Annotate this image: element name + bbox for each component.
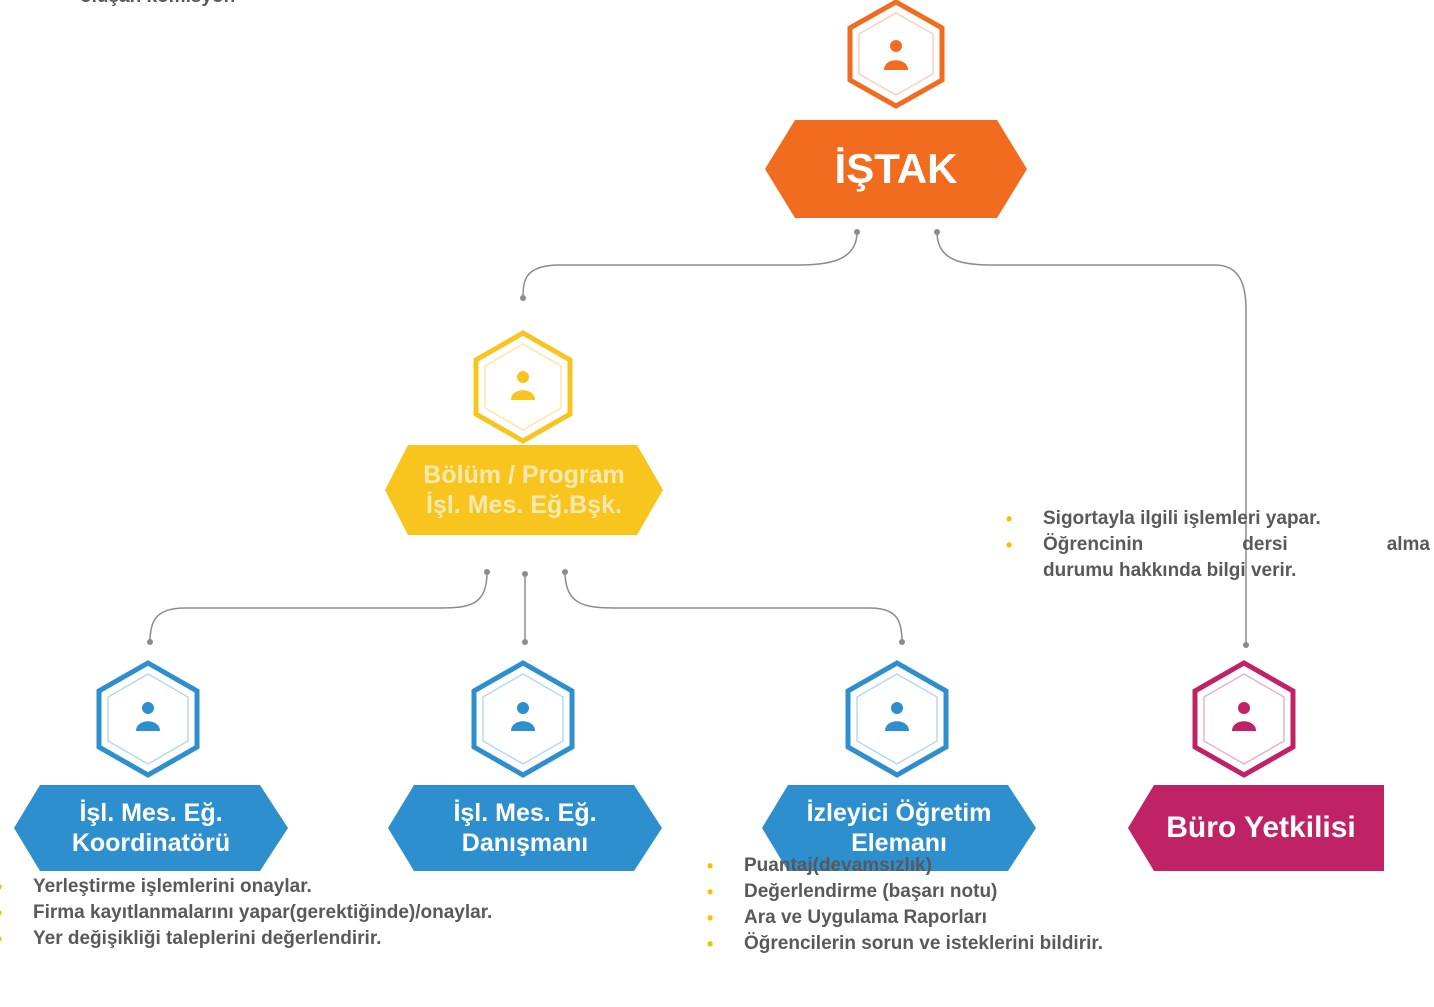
bolum-node	[385, 330, 663, 535]
danisman-line2: Danışmanı	[461, 829, 589, 857]
koordinator-label: İşl. Mes. Eğ. Koordinatörü	[14, 785, 288, 871]
connector-bolum-izleyici	[564, 571, 903, 643]
bolum-label: Bölüm / Program İşl. Mes. Eğ.Bşk.	[385, 445, 663, 535]
list-item: Yer değişikliği taleplerini değerlendiri…	[0, 926, 492, 952]
connector-bolum-koordinator	[149, 571, 488, 643]
person-icon	[511, 371, 535, 400]
koordinator-line2: Koordinatörü	[71, 829, 231, 857]
list-item: Puantaj(devamsızlık)	[707, 853, 1103, 879]
person-icon	[511, 702, 535, 731]
list-item: Öğrencinin dersi alma durumu hakkında bi…	[1006, 532, 1430, 584]
danisman-line1: İşl. Mes. Eğ.	[453, 799, 597, 827]
istak-label: İŞTAK	[765, 120, 1027, 218]
izleyici-line1: İzleyici Öğretim	[806, 799, 992, 827]
list-item: Öğrencilerin sorun ve isteklerini bildir…	[707, 931, 1103, 957]
hexagon-badge	[847, 0, 945, 109]
hexagon-badge	[96, 660, 200, 778]
buro-title: Büro Yetkilisi	[1166, 811, 1356, 844]
izleyici-node	[762, 660, 1036, 871]
person-icon	[885, 702, 909, 731]
list-item: Sigortayla ilgili işlemleri yapar.	[1006, 506, 1430, 532]
buro-label: Büro Yetkilisi	[1138, 785, 1384, 871]
koordinator-node	[14, 660, 288, 871]
koordinator-banner	[14, 785, 288, 871]
izleyici-label: İzleyici Öğretim Elemanı	[762, 785, 1036, 871]
bolum-line2: İşl. Mes. Eğ.Bşk.	[426, 491, 622, 519]
list-item: Firma kayıtlanmalarını yapar(gerektiğind…	[0, 900, 492, 926]
hexagon-badge	[845, 660, 949, 778]
connectors	[147, 229, 1249, 648]
istak-banner	[765, 120, 1027, 218]
hexagon-badge	[1192, 660, 1296, 778]
list-item: Ara ve Uygulama Raporları	[707, 905, 1103, 931]
person-icon	[1232, 702, 1256, 731]
hexagon-badge	[471, 660, 575, 778]
connector-istak-buro	[936, 231, 1247, 645]
istak-title: İŞTAK	[834, 144, 958, 192]
header-fragment: oluşan komisyon	[80, 0, 235, 8]
danisman-banner	[388, 785, 662, 871]
danisman-label: İşl. Mes. Eğ. Danışmanı	[388, 785, 662, 871]
bolum-banner	[385, 445, 663, 535]
buro-duties-list: Sigortayla ilgili işlemleri yapar. Öğren…	[1006, 506, 1430, 584]
istak-node	[765, 0, 1027, 218]
list-item: Değerlendirme (başarı notu)	[707, 879, 1103, 905]
izleyici-banner	[762, 785, 1036, 871]
buro-node	[1128, 660, 1384, 871]
buro-banner	[1128, 785, 1384, 871]
person-icon	[136, 702, 160, 731]
hexagon-badge	[473, 330, 573, 444]
koordinator-line1: İşl. Mes. Eğ.	[79, 799, 223, 827]
danisman-node	[388, 660, 662, 871]
list-item: Yerleştirme işlemlerini onaylar.	[0, 874, 492, 900]
izleyici-duties-list: Puantaj(devamsızlık) Değerlendirme (başa…	[707, 853, 1103, 957]
connector-dots	[147, 229, 1249, 648]
bolum-line1: Bölüm / Program	[423, 461, 625, 489]
connector-istak-bolum	[522, 231, 858, 299]
koordinator-duties-list: Yerleştirme işlemlerini onaylar. Firma k…	[0, 874, 492, 952]
person-icon	[884, 40, 908, 70]
